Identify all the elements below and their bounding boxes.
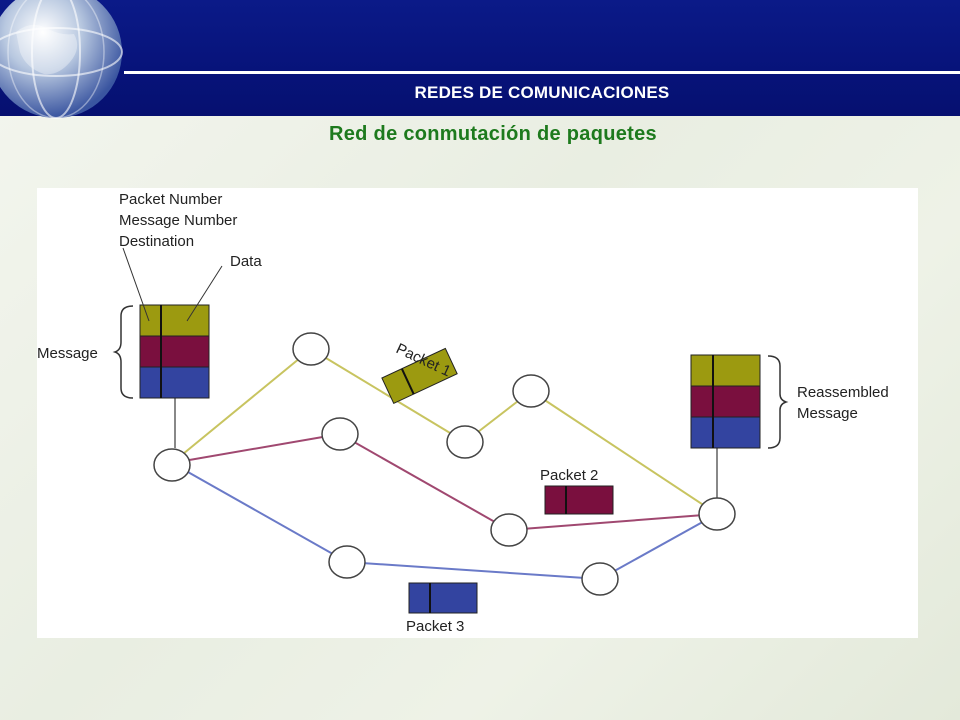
network-node xyxy=(698,497,736,531)
slide-header: REDES DE COMUNICACIONES xyxy=(0,0,960,119)
header-title: REDES DE COMUNICACIONES xyxy=(414,83,670,102)
label-reassembled-line2: Message xyxy=(797,405,858,422)
globe-icon xyxy=(0,0,123,119)
packet3-route xyxy=(171,462,718,580)
network-node xyxy=(581,562,619,596)
network-node xyxy=(490,513,528,547)
label-message: Message xyxy=(37,345,98,362)
label-destination: Destination xyxy=(119,233,194,250)
label-packet-number: Packet Number xyxy=(119,191,222,208)
header-rule xyxy=(124,71,960,74)
network-node xyxy=(321,417,359,451)
packet2-route xyxy=(171,433,718,531)
network-node xyxy=(292,332,330,366)
message-brace xyxy=(112,305,134,399)
source-message-stack xyxy=(139,304,210,399)
packet3-block xyxy=(408,582,478,614)
label-packet3: Packet 3 xyxy=(406,618,464,635)
network-node xyxy=(446,425,484,459)
label-data: Data xyxy=(230,253,262,270)
network-node xyxy=(512,374,550,408)
packet2-block xyxy=(544,485,614,515)
network-node xyxy=(153,448,191,482)
diagram-panel: Packet Number Message Number Destination… xyxy=(37,188,918,638)
slide-subtitle: Red de conmutación de paquetes xyxy=(329,123,657,145)
packet1-block xyxy=(381,347,458,405)
reassembled-message-stack xyxy=(690,354,761,449)
label-reassembled-line1: Reassembled xyxy=(797,384,889,401)
label-message-number: Message Number xyxy=(119,212,237,229)
label-packet2: Packet 2 xyxy=(540,467,598,484)
field-leader-lines xyxy=(122,247,223,322)
packet1-route xyxy=(171,348,718,515)
packet-switching-diagram: Packet Number Message Number Destination… xyxy=(37,191,889,635)
reassembled-brace xyxy=(767,355,789,449)
network-node xyxy=(328,545,366,579)
